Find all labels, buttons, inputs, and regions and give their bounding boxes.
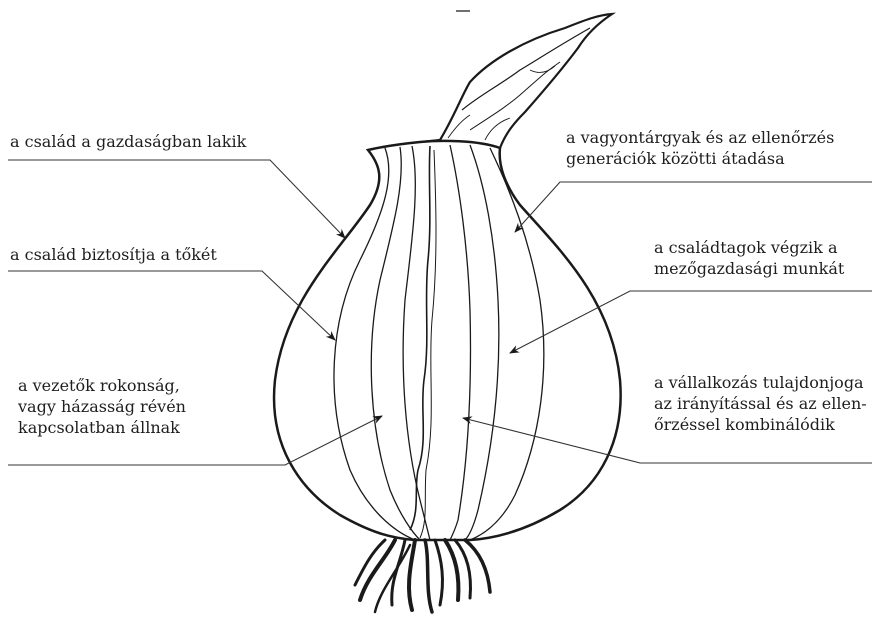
- label-line: generációk közötti átadása: [566, 148, 834, 169]
- label-line: kapcsolatban állnak: [18, 417, 186, 438]
- label-line: a vezetők rokonság,: [18, 375, 186, 396]
- onion-roots: [355, 540, 490, 612]
- label-line: a család biztosítja a tőkét: [10, 244, 217, 265]
- label-line: mezőgazdasági munkát: [654, 258, 844, 279]
- label-family-lives-on-farm: a család a gazdaságban lakik: [10, 131, 246, 152]
- label-leaders-related: a vezetők rokonság, vagy házasság révén …: [18, 375, 186, 438]
- label-asset-transfer: a vagyontárgyak és az ellenőrzés generác…: [566, 127, 834, 169]
- label-line: az irányítással és az ellen-: [654, 393, 867, 414]
- label-line: őrzéssel kombinálódik: [654, 414, 867, 435]
- label-line: a családtagok végzik a: [654, 237, 844, 258]
- label-family-provides-capital: a család biztosítja a tőkét: [10, 244, 217, 265]
- label-line: a vagyontárgyak és az ellenőrzés: [566, 127, 834, 148]
- leader-asset-transfer: [515, 182, 872, 232]
- label-line: a család a gazdaságban lakik: [10, 131, 246, 152]
- label-family-does-farm-work: a családtagok végzik a mezőgazdasági mun…: [654, 237, 844, 279]
- label-line: vagy házasság révén: [18, 396, 186, 417]
- leader-family-lives: [8, 160, 345, 238]
- onion-body: [274, 141, 621, 540]
- leader-family-capital: [8, 271, 335, 340]
- label-ownership-control: a vállalkozás tulajdonjoga az irányításs…: [654, 372, 867, 435]
- label-line: a vállalkozás tulajdonjoga: [654, 372, 867, 393]
